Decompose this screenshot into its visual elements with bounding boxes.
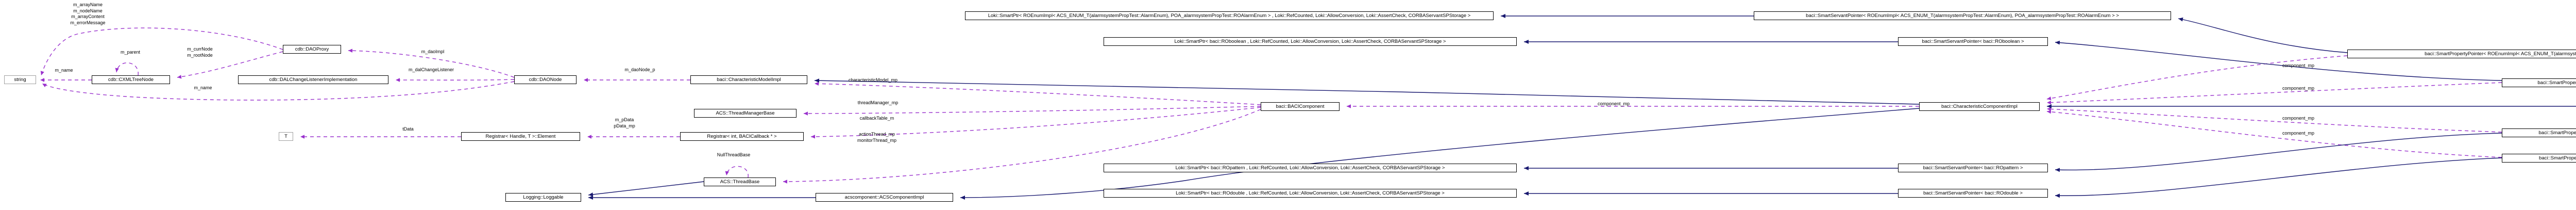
class-node-threadmanagerbase[interactable]: ACS::ThreadManagerBase xyxy=(694,109,796,118)
class-node-registrar_elem[interactable]: Registrar< Handle, T >::Element xyxy=(461,132,580,141)
inheritance-edges xyxy=(588,14,2576,200)
class-node-string[interactable]: string xyxy=(4,75,36,84)
edge-label-lbl-callbackTable_m: callbackTable_m xyxy=(859,116,894,121)
class-node-ssp_roboolean[interactable]: baci::SmartServantPointer< baci::ROboole… xyxy=(1898,37,2048,46)
class-node-registrar_int[interactable]: Registrar< int, BACICallback * > xyxy=(680,132,804,141)
edge-label-lbl-tData: tData xyxy=(402,126,414,132)
class-node-spp_roenum[interactable]: baci::SmartPropertyPointer< ROEnumImpl< … xyxy=(2347,50,2576,58)
class-node-ssp_roenum[interactable]: baci::SmartServantPointer< ROEnumImpl< A… xyxy=(1754,11,2171,20)
class-node-charcomponentimpl[interactable]: baci::CharacteristicComponentImpl xyxy=(1919,102,2040,111)
class-node-t[interactable]: T xyxy=(279,132,293,141)
class-node-spp_ropattern[interactable]: baci::SmartPropertyPointer< baci::ROpatt… xyxy=(2502,128,2576,137)
class-node-threadbase[interactable]: ACS::ThreadBase xyxy=(704,177,776,186)
edge-label-lbl-threadManager: threadManager_mp xyxy=(857,100,899,105)
edge-label-lbl-m_dalChangeListener: m_dalChangeListener xyxy=(408,67,454,72)
class-node-acscomponentimpl[interactable]: acscomponent::ACSComponentImpl xyxy=(816,193,953,202)
edge-label-lbl-characteristicModel: characteristicModel_mp xyxy=(848,77,898,83)
edge-label-lbl-m_daoImpl: m_daoImpl xyxy=(421,49,445,54)
edge-label-lbl-NullThreadBase: NullThreadBase xyxy=(717,152,751,157)
edge-label-lbl-m_parent: m_parent xyxy=(120,50,141,55)
class-node-spp_rodouble[interactable]: baci::SmartPropertyPointer< baci::ROdoub… xyxy=(2502,154,2576,163)
class-node-dalchangelistener[interactable]: cdb::DALChangeListenerImplementation xyxy=(238,75,388,84)
edge-label-lbl-component_mp-1: component_mp xyxy=(1597,101,1630,106)
class-node-sp_rodouble[interactable]: Loki::SmartPtr< baci::ROdouble , Loki::R… xyxy=(1104,189,1517,198)
edge-label-lbl-m_name-1: m_name xyxy=(55,68,73,73)
edge-label-lbl-component_mp-2: component_mp xyxy=(2282,63,2315,68)
class-node-daonode[interactable]: cdb::DAONode xyxy=(514,75,577,84)
class-node-charmodelimpl[interactable]: baci::CharacteristicModelImpl xyxy=(690,75,807,84)
class-node-sp_roboolean[interactable]: Loki::SmartPtr< baci::ROboolean , Loki::… xyxy=(1104,37,1517,46)
edge-label-lbl-component_mp-3: component_mp xyxy=(2282,86,2315,91)
edge-label-lbl-component_mp-5: component_mp xyxy=(2282,131,2315,136)
edge-label-lbl-component_mp-4: component_mp xyxy=(2282,116,2315,121)
class-node-ssp_ropattern[interactable]: baci::SmartServantPointer< baci::ROpatte… xyxy=(1898,164,2048,172)
class-node-bacicomponent[interactable]: baci::BACIComponent xyxy=(1261,102,1340,111)
class-node-ssp_rodouble[interactable]: baci::SmartServantPointer< baci::ROdoubl… xyxy=(1898,189,2048,198)
class-node-spp_roboolean[interactable]: baci::SmartPropertyPointer< baci::RObool… xyxy=(2502,78,2576,87)
class-node-cxmltreenode[interactable]: cdb::CXMLTreeNode xyxy=(92,75,170,84)
class-node-sp_ropattern[interactable]: Loki::SmartPtr< baci::ROpattern , Loki::… xyxy=(1104,164,1517,172)
class-node-daoproxy[interactable]: cdb::DAOProxy xyxy=(283,45,341,54)
edge-label-lbl-m_name-2: m_name xyxy=(194,85,212,90)
usage-edges xyxy=(40,27,2502,184)
class-node-loggable[interactable]: Logging::Loggable xyxy=(505,193,581,202)
class-node-sp_roenum[interactable]: Loki::SmartPtr< ROEnumImpl< ACS_ENUM_T(a… xyxy=(965,11,1494,20)
edge-label-lbl-m_daoNode_p: m_daoNode_p xyxy=(624,67,655,72)
